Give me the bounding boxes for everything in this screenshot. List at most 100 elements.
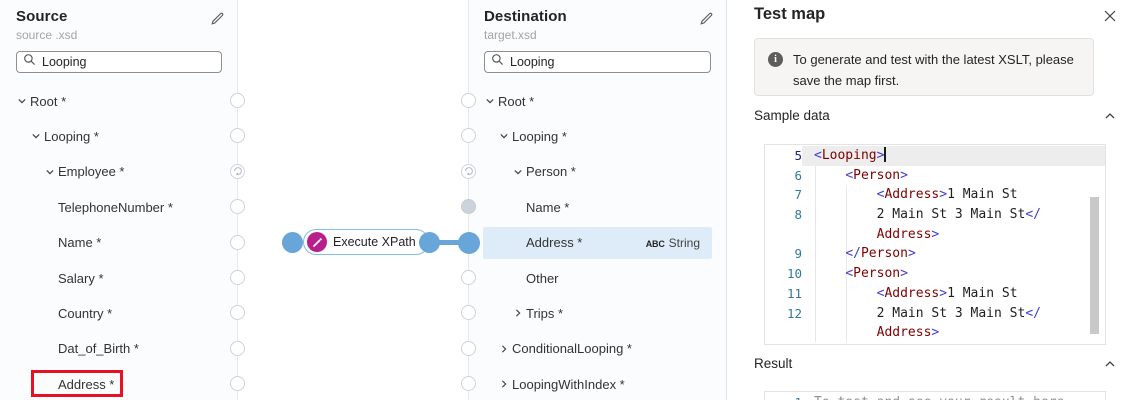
tree-item-conditionallooping[interactable]: ConditionalLooping * <box>468 333 726 365</box>
tree-item-loopingwithindex[interactable]: LoopingWithIndex * <box>468 368 726 400</box>
connection-handle-dat-of-birth[interactable] <box>230 340 245 356</box>
connection-handle-looping[interactable] <box>461 128 476 144</box>
tree-item-label: Name * <box>526 199 570 215</box>
tree-item-trips[interactable]: Trips * <box>468 297 726 329</box>
function-input-handle[interactable] <box>282 231 303 253</box>
destination-schema-filename: target.xsd <box>484 28 537 42</box>
sample-data-editor[interactable]: 5<Looping>6 <Person>7 <Address>1 Main St… <box>764 144 1106 345</box>
tree-item-salary[interactable]: Salary * <box>0 262 237 294</box>
result-section-header: Result <box>754 356 1117 371</box>
tree-item-other[interactable]: Other <box>468 262 726 294</box>
chevron-down-icon[interactable] <box>30 130 44 142</box>
pencil-icon[interactable] <box>699 11 714 31</box>
search-icon <box>491 53 504 71</box>
chevron-right-icon[interactable] <box>498 343 512 355</box>
info-banner-text: To generate and test with the latest XSL… <box>793 52 1074 88</box>
connection-handle-employee[interactable] <box>230 163 245 179</box>
tree-item-label: Looping * <box>512 128 567 144</box>
tree-item-label: Dat_of_Birth * <box>58 341 139 357</box>
function-node-label: Execute XPath <box>333 235 416 249</box>
info-icon: i <box>768 52 783 67</box>
test-map-title: Test map <box>754 5 826 23</box>
tree-item-address[interactable]: Address * <box>0 368 237 400</box>
connection-handle-name[interactable] <box>461 199 476 215</box>
code-line: 7 <Address>1 Main St <box>794 187 1018 203</box>
chevron-down-icon[interactable] <box>498 130 512 142</box>
source-search-box <box>16 51 222 73</box>
code-line: 6 <Person> <box>794 167 908 183</box>
tree-item-name[interactable]: Name * <box>468 191 726 223</box>
result-line-number: 1 <box>765 393 802 400</box>
tree-item-root[interactable]: Root * <box>468 85 726 117</box>
tree-item-label: Salary * <box>58 270 104 286</box>
chevron-right-icon[interactable] <box>512 307 526 319</box>
result-editor[interactable]: 1 To test and see your result here <box>764 391 1106 400</box>
tree-item-looping[interactable]: Looping * <box>0 120 237 152</box>
xpath-wand-icon <box>307 232 327 252</box>
tree-item-name[interactable]: Name * <box>0 227 237 259</box>
tree-item-country[interactable]: Country * <box>0 297 237 329</box>
connection-handle-loopingwithindex[interactable] <box>461 376 476 392</box>
tree-item-employee[interactable]: Employee * <box>0 156 237 188</box>
tree-item-label: Address * <box>526 235 583 251</box>
connection-handle-salary[interactable] <box>230 270 245 285</box>
code-line: 9 </Person> <box>794 246 916 262</box>
close-icon[interactable] <box>1102 8 1118 24</box>
result-label: Result <box>754 356 793 371</box>
chevron-right-icon[interactable] <box>498 378 512 390</box>
destination-connection-rail <box>458 0 480 400</box>
connection-handle-address[interactable] <box>458 231 480 254</box>
source-schema-filename: source .xsd <box>16 28 78 42</box>
destination-search-input[interactable] <box>510 55 704 69</box>
code-line: 11 <Address>1 Main St <box>786 285 1018 301</box>
destination-search-box <box>484 51 711 73</box>
source-search-input[interactable] <box>42 55 215 69</box>
connection-handle-name[interactable] <box>230 234 245 250</box>
test-map-panel: Test map i To generate and test with the… <box>726 0 1130 400</box>
connection-handle-country[interactable] <box>230 305 245 321</box>
sample-data-section-header: Sample data <box>754 108 1117 123</box>
connection-handle-other[interactable] <box>461 270 476 285</box>
editor-scrollbar-thumb[interactable] <box>1090 197 1099 334</box>
chevron-down-icon[interactable] <box>16 95 30 107</box>
tree-item-label: Root * <box>30 93 67 109</box>
code-line: 10 <Person> <box>786 266 908 282</box>
connection-handle-root[interactable] <box>230 93 245 108</box>
connection-handle-person[interactable] <box>461 163 476 179</box>
chevron-up-icon[interactable] <box>1103 357 1117 371</box>
connection-handle-address[interactable] <box>230 376 245 392</box>
source-panel-title: Source <box>16 8 68 25</box>
function-output-handle[interactable] <box>418 231 440 253</box>
pencil-icon[interactable] <box>210 11 225 31</box>
chevron-down-icon[interactable] <box>484 95 498 107</box>
search-icon <box>23 53 36 71</box>
tree-item-root[interactable]: Root * <box>0 85 237 117</box>
source-connection-rail <box>230 0 245 400</box>
chevron-up-icon[interactable] <box>1103 109 1117 123</box>
chevron-down-icon[interactable] <box>44 166 58 178</box>
chevron-down-icon[interactable] <box>512 166 526 178</box>
connection-handle-trips[interactable] <box>461 305 476 321</box>
tree-item-looping[interactable]: Looping * <box>468 120 726 152</box>
connection-handle-root[interactable] <box>461 93 476 108</box>
code-line: 12 2 Main St 3 Main St</ <box>786 305 1041 321</box>
tree-item-label: Looping * <box>44 128 99 144</box>
result-placeholder: To test and see your result here <box>802 393 1105 400</box>
connection-handle-conditionallooping[interactable] <box>461 340 476 356</box>
tree-item-telephonenumber[interactable]: TelephoneNumber * <box>0 191 237 223</box>
connection-handle-telephonenumber[interactable] <box>230 199 245 215</box>
source-schema-tree: Root * Looping * Employee * TelephoneNumber… <box>0 0 237 400</box>
function-node-execute-xpath[interactable]: Execute XPath <box>303 229 429 255</box>
tree-item-dat-of-birth[interactable]: Dat_of_Birth * <box>0 333 237 365</box>
text-cursor <box>884 147 886 162</box>
tree-item-label: Address * <box>58 376 115 392</box>
indent-guide <box>814 166 816 342</box>
code-line: Address> <box>876 226 940 242</box>
info-banner: i To generate and test with the latest X… <box>754 38 1094 96</box>
tree-item-label: Employee * <box>58 164 125 180</box>
tree-item-person[interactable]: Person * <box>468 156 726 188</box>
connection-handle-looping[interactable] <box>230 128 245 144</box>
